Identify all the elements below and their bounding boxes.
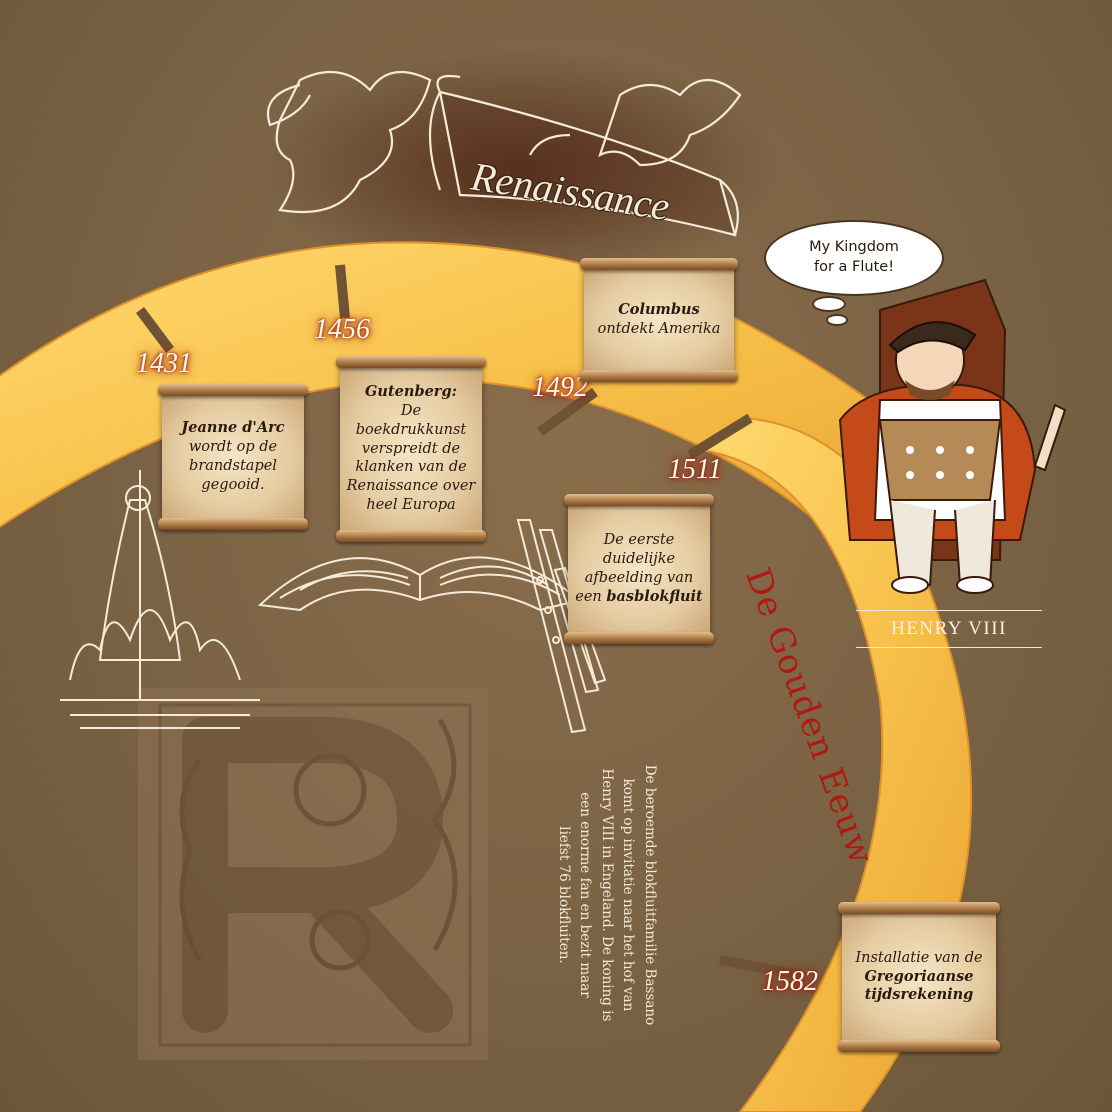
description-line: komt op invitatie naar het hof van bbox=[620, 778, 637, 1012]
event-name: Columbus bbox=[618, 301, 700, 319]
description-line: liefst 76 blokfluiten. bbox=[555, 826, 572, 964]
description-line: Henry VIII in Engeland. De koning is bbox=[598, 768, 615, 1022]
decorated-initial-r bbox=[138, 688, 488, 1060]
thought-dot bbox=[826, 314, 848, 326]
event-scroll-columbus: Columbus ontdekt Amerika bbox=[580, 258, 738, 382]
description-line: De beroemde blokfluitfamilie Bassano bbox=[642, 764, 658, 1026]
thought-dot bbox=[812, 296, 846, 312]
event-line: brandstapel bbox=[189, 458, 277, 474]
event-line: wordt op de bbox=[188, 439, 278, 456]
event-name: Gutenberg: bbox=[365, 383, 457, 401]
event-highlight: tijdsrekening bbox=[864, 986, 974, 1004]
description-line: een enorme fan en bezit maar bbox=[577, 792, 594, 998]
cherub-banner-illustration bbox=[266, 70, 742, 237]
event-line: ontdekt Amerika bbox=[597, 321, 721, 337]
event-line: gegooid. bbox=[201, 476, 265, 493]
event-line: klanken van de bbox=[355, 459, 467, 476]
year-1511: 1511 bbox=[668, 454, 722, 485]
thought-line: My Kingdom bbox=[809, 239, 899, 256]
event-scroll-jeanne-darc: Jeanne d'Arc wordt op de brandstapel geg… bbox=[158, 384, 308, 530]
bassano-description: De beroemde blokfluitfamilie Bassano kom… bbox=[510, 685, 660, 1105]
event-highlight: Gregoriaanse bbox=[864, 967, 974, 985]
thought-bubble: My Kingdom for a Flute! bbox=[764, 220, 944, 296]
event-line: verspreidt de bbox=[361, 440, 461, 457]
henry-viii-illustration bbox=[838, 278, 1067, 594]
event-line-prefix: een bbox=[575, 588, 602, 605]
year-1456: 1456 bbox=[314, 314, 370, 345]
jeanne-darc-pyre-illustration bbox=[60, 470, 260, 729]
event-line: afbeelding van bbox=[584, 570, 694, 586]
event-line: De boekdrukkunst bbox=[355, 402, 467, 438]
event-line: heel Europa bbox=[366, 497, 456, 514]
event-scroll-gutenberg: Gutenberg: De boekdrukkunst verspreidt d… bbox=[336, 356, 486, 542]
event-highlight: basblokfluit bbox=[606, 587, 703, 605]
year-1582: 1582 bbox=[762, 966, 818, 997]
henry-viii-label: HENRY VIII bbox=[856, 610, 1042, 648]
open-book-illustration bbox=[257, 556, 583, 612]
year-1431: 1431 bbox=[136, 348, 192, 379]
thought-line: for a Flute! bbox=[813, 259, 895, 275]
event-line: De eerste bbox=[603, 532, 675, 549]
event-line: Installatie van de bbox=[855, 949, 983, 966]
event-scroll-gregoriaanse: Installatie van de Gregoriaanse tijdsrek… bbox=[838, 902, 1000, 1052]
event-line: duidelijke bbox=[602, 551, 676, 568]
year-1492: 1492 bbox=[532, 372, 588, 403]
event-scroll-basblokfluit: De eerste duidelijke afbeelding van een … bbox=[564, 494, 714, 644]
event-line: Renaissance over bbox=[346, 478, 476, 495]
event-line: een basblokfluit bbox=[575, 588, 702, 607]
event-name: Jeanne d'Arc bbox=[181, 419, 285, 437]
